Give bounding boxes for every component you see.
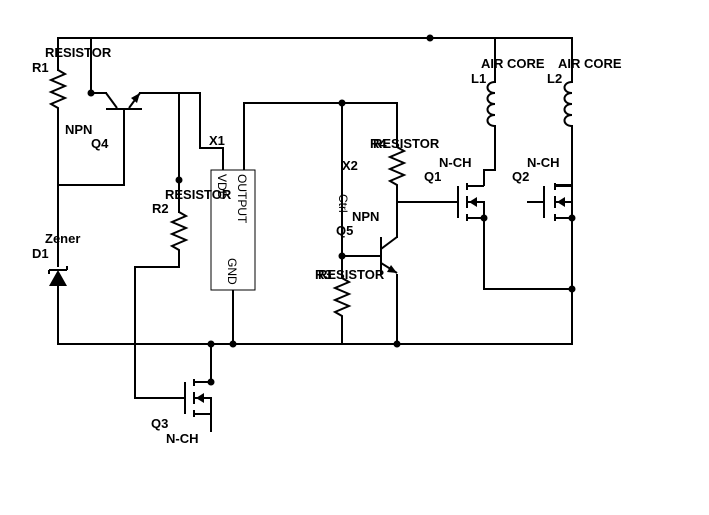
labels: RESISTOR R1 NPN Q4 X1 VDD OUTPUT GND RES… [32,45,622,446]
q3-ref-label: Q3 [151,416,168,431]
q2-type-label: N-CH [527,155,560,170]
q1-ref-label: Q1 [424,169,441,184]
r4-to-gates-wire [396,190,459,203]
r2-bottom-wire [134,255,186,399]
l2-type-label: AIR CORE [558,56,622,71]
x1-output-wire [243,102,398,171]
d1-zener-diode-symbol [48,266,68,286]
r2-resistor-symbol [169,211,189,256]
q3-nch-mosfet-symbol [184,379,212,417]
x2-ctrl-pin-label: Ctrl [336,194,350,213]
junction-dot [175,176,183,184]
r4-ref-label: R4 [370,136,387,151]
l1-bottom-wire [483,125,496,186]
q4-npn-transistor-symbol [105,92,142,110]
junction-dot [229,340,237,348]
q4-type-label: NPN [65,122,92,137]
x1-vdd-pin-label: VDD [215,174,229,200]
r3-type-label: RESISTOR [318,267,385,282]
r3-resistor-symbol [332,256,352,322]
x1-ref-label: X1 [209,133,225,148]
junction-dot [568,285,576,293]
junction-dots [87,34,576,386]
r3-ref-label: R3 [315,267,332,282]
q2-ref-label: Q2 [512,169,529,184]
q4-emitter-wire [139,92,224,171]
q4-base-wire [57,108,125,186]
q1-type-label: N-CH [439,155,472,170]
r1-type-label: RESISTOR [45,45,112,60]
q5-type-label: NPN [352,209,379,224]
d1-type-label: Zener [45,231,80,246]
l2-ref-label: L2 [547,71,562,86]
q4-ref-label: Q4 [91,136,109,151]
l1-ref-label: L1 [471,71,486,86]
l2-inductor-symbol [563,81,573,127]
junction-dot [338,99,346,107]
r2-type-label: RESISTOR [165,187,232,202]
junction-dot [207,340,215,348]
junction-dot [87,89,95,97]
r4-resistor-symbol [387,146,407,191]
d1-ref-label: D1 [32,246,49,261]
junction-dot [426,34,434,42]
l1-inductor-symbol [486,81,496,127]
junction-dot [393,340,401,348]
r1-resistor-symbol [48,69,68,112]
x1-output-pin-label: OUTPUT [235,174,249,224]
q2-nch-mosfet-symbol [543,183,573,221]
l1-type-label: AIR CORE [481,56,545,71]
x2-ref-label: X2 [342,158,358,173]
r2-ref-label: R2 [152,201,169,216]
x1-gnd-pin-label: GND [225,258,239,285]
q1-nch-mosfet-symbol [457,183,485,221]
q1-source-wire [483,217,573,290]
q5-npn-transistor-symbol [380,236,398,275]
q5-ref-label: Q5 [336,223,353,238]
x1-chip-symbol [210,169,256,291]
r1-ref-label: R1 [32,60,49,75]
q3-type-label: N-CH [166,431,199,446]
r4-type-label: RESISTOR [373,136,440,151]
